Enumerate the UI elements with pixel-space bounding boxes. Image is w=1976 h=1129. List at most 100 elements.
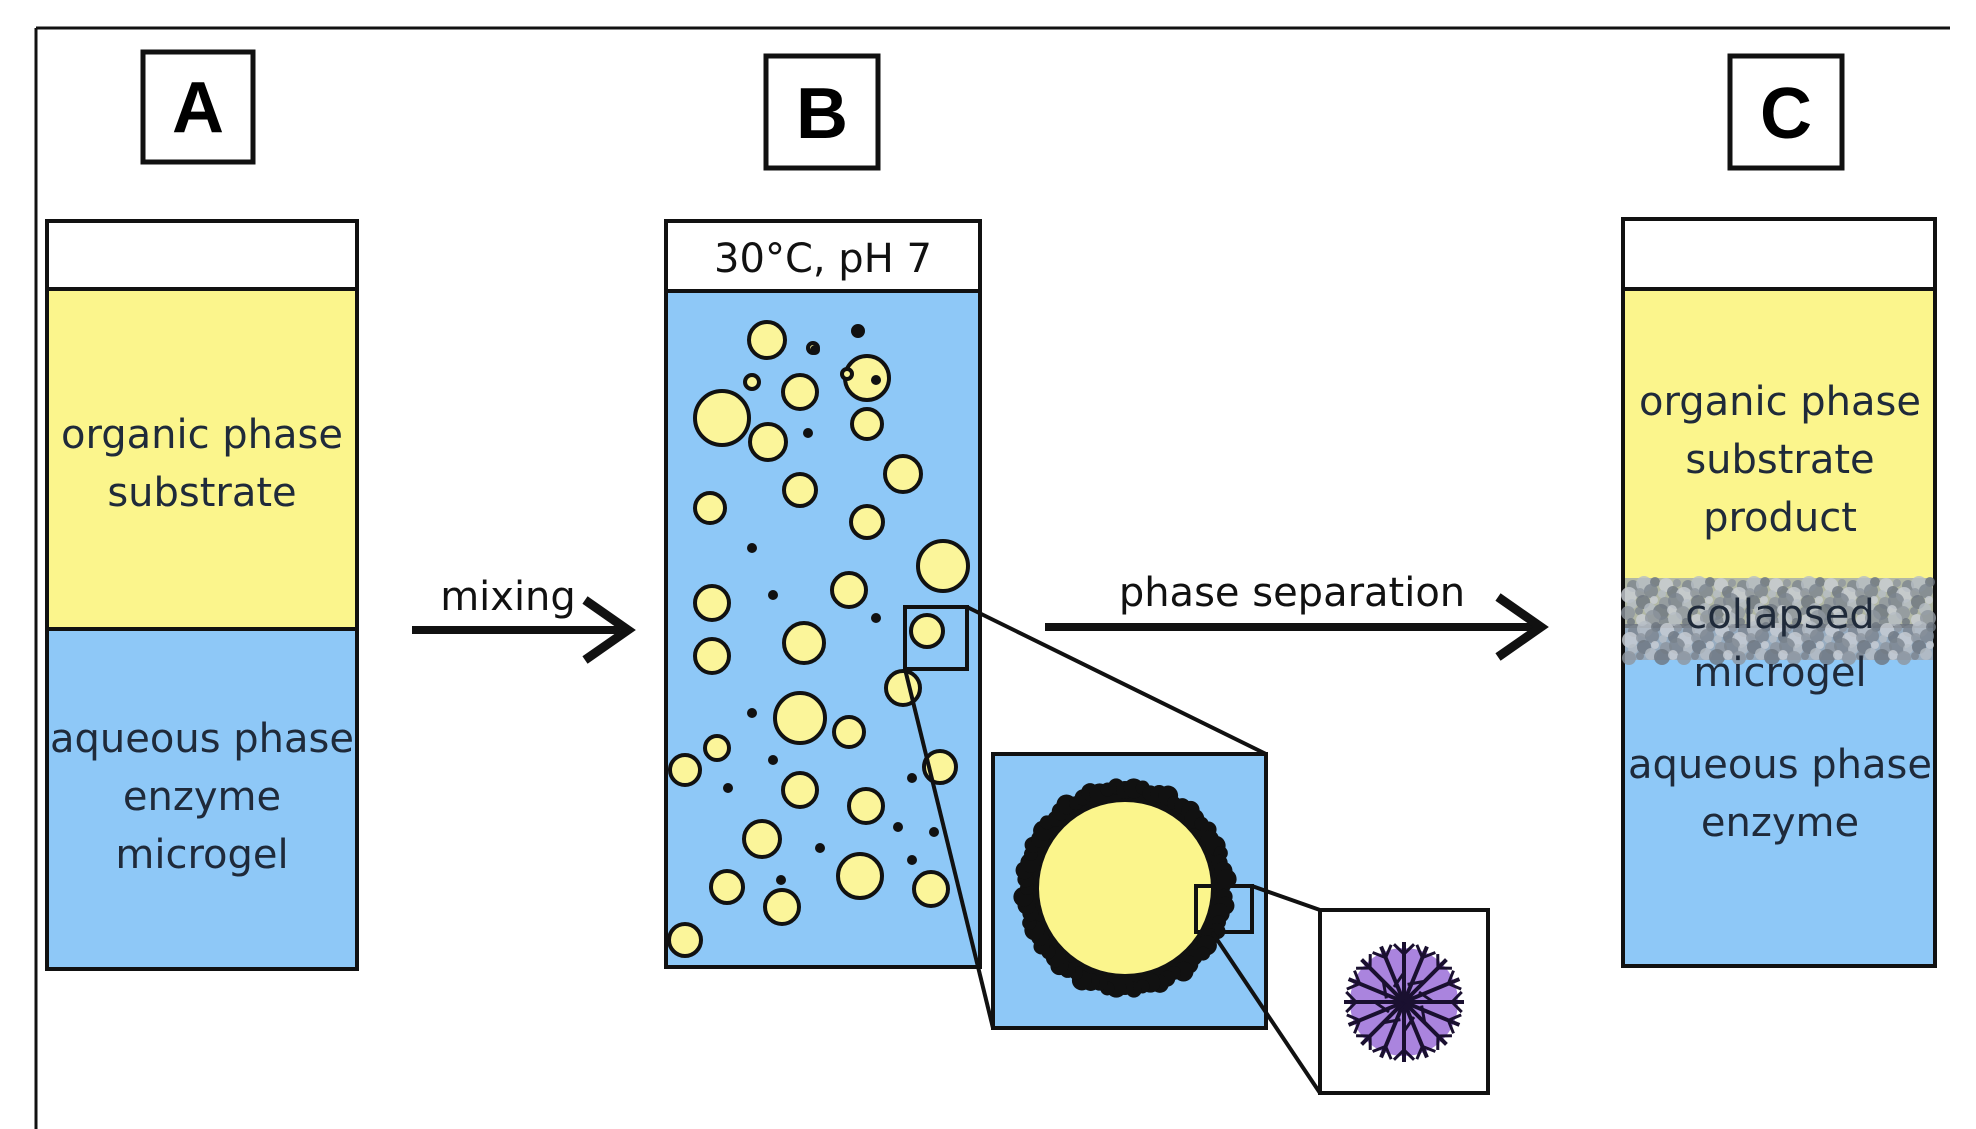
microgel-branch xyxy=(1421,951,1436,960)
zoom-box-shell xyxy=(1194,884,1254,934)
collapsed-band-grain xyxy=(1760,596,1768,604)
mixing-arrow-head xyxy=(582,596,636,664)
collapsed-band-grain xyxy=(1682,618,1690,626)
microgel-branch xyxy=(1402,943,1416,956)
microgel-crosslink xyxy=(1418,990,1435,1004)
collapsed-band-grain xyxy=(1728,579,1736,587)
emulsion-droplet xyxy=(847,787,885,825)
collapsed-band-grain xyxy=(1897,651,1911,665)
collapsed-band-grain xyxy=(1700,629,1714,643)
panel-b: B 30°C, pH 7 xyxy=(664,53,982,969)
emulsion-particle xyxy=(871,375,881,385)
collapsed-band-grain xyxy=(1745,607,1753,615)
microgel-crosslink xyxy=(1420,1005,1427,1024)
zoom-box-small xyxy=(903,605,969,671)
panel-c-organic-line-2: substrate xyxy=(1685,437,1874,483)
collapsed-band-grain xyxy=(1871,641,1879,649)
panel-a-headspace xyxy=(45,219,359,291)
collapsed-band-grain xyxy=(1855,607,1863,615)
collapsed-band-grain xyxy=(1713,590,1721,598)
emulsion-droplet xyxy=(781,771,819,809)
microgel-branch xyxy=(1421,1044,1436,1053)
zoom-line-upper xyxy=(966,605,1267,756)
emulsion-droplet xyxy=(883,454,923,494)
microgel-branch xyxy=(1353,970,1362,985)
panel-c-organic-phase xyxy=(1621,287,1937,628)
microgel-branch xyxy=(1384,944,1393,959)
microgel-branch xyxy=(1346,982,1361,991)
collapsed-band-grain xyxy=(1673,579,1681,587)
collapsed-band-grain xyxy=(1754,584,1768,598)
collapsed-band-grain xyxy=(1769,635,1777,643)
collapsed-band-grain xyxy=(1847,618,1855,626)
collapsed-band-grain xyxy=(1833,612,1847,626)
emulsion-droplet xyxy=(912,870,950,908)
collapsed-band-grain xyxy=(1729,624,1737,632)
collapsed-band-grain xyxy=(1668,650,1678,660)
panel-c-organic-line-1: organic phase xyxy=(1639,379,1921,425)
collapsed-band-grain xyxy=(1645,610,1661,626)
emulsion-particle xyxy=(893,822,903,832)
emulsion-particle xyxy=(871,613,881,623)
emulsion-droplet xyxy=(884,669,922,707)
collapsed-band-grain xyxy=(1819,649,1835,665)
panel-c-aqueous-line-2: enzyme xyxy=(1701,800,1859,846)
emulsion-droplet xyxy=(773,691,827,745)
emulsion-particle xyxy=(723,783,733,793)
emulsion-droplet xyxy=(836,852,884,900)
collapsed-band-grain xyxy=(1870,596,1878,604)
panel-a-aqueous-line-2: enzyme xyxy=(123,774,281,820)
panel-c-aqueous-phase xyxy=(1621,624,1937,968)
collapsed-band-grain xyxy=(1636,652,1644,660)
panel-a-aqueous-line-3: microgel xyxy=(115,832,288,878)
panel-a-label: A xyxy=(172,68,224,148)
phase-separation-label: phase separation xyxy=(1119,570,1465,616)
collapsed-band-grain xyxy=(1783,579,1791,587)
emulsion-droplet xyxy=(763,888,801,926)
collapsed-band-grain xyxy=(1865,629,1879,643)
emulsion-droplet xyxy=(830,571,868,609)
panel-c: C organic phase substrate product collap… xyxy=(1621,53,1937,968)
mixing-arrow: mixing xyxy=(412,574,636,664)
collapsed-band-grain xyxy=(1919,584,1933,598)
collapsed-band-grain xyxy=(1699,584,1713,598)
microgel-crosslink xyxy=(1382,1018,1401,1025)
microgel-branch xyxy=(1372,951,1387,960)
collapsed-band-grain xyxy=(1874,649,1890,665)
collapsed-band-grain xyxy=(1706,641,1714,649)
mixing-label: mixing xyxy=(440,574,576,620)
collapsed-band-grain xyxy=(1668,612,1682,626)
collapsed-band-grain xyxy=(1732,651,1746,665)
collapsed-band-grain xyxy=(1755,629,1769,643)
collapsed-band-grain xyxy=(1810,610,1826,626)
zoom2-line-lower xyxy=(1210,930,1322,1095)
collapsed-band-grain xyxy=(1761,641,1769,649)
emulsion-droplet xyxy=(849,504,885,540)
zoom-line-lower xyxy=(903,668,995,1029)
collapsed-band-grain xyxy=(1888,650,1898,660)
collapsed-band-grain xyxy=(1714,635,1722,643)
emulsion-droplet xyxy=(693,389,751,447)
emulsion-particle xyxy=(907,855,917,865)
emulsion-droplet xyxy=(667,922,703,958)
microgel-branch xyxy=(1415,1045,1424,1060)
collapsed-band-grain xyxy=(1894,624,1902,632)
collapsed-band-grain xyxy=(1650,596,1658,604)
collapsed-band-grain xyxy=(1864,584,1878,598)
panel-b-condition: 30°C, pH 7 xyxy=(714,236,932,282)
collapsed-band-grain xyxy=(1787,651,1801,665)
collapsed-band-grain xyxy=(1723,612,1737,626)
panel-c-interface-line-2: microgel xyxy=(1693,650,1866,696)
emulsion-droplet xyxy=(747,320,787,360)
collapsed-band-grain xyxy=(1700,610,1716,626)
collapsed-band-grain xyxy=(1824,635,1832,643)
microgel-branch xyxy=(1346,1013,1361,1022)
collapsed-band-grain xyxy=(1838,579,1846,587)
panel-a-aqueous-line-1: aqueous phase xyxy=(50,716,354,762)
collapsed-band-grain xyxy=(1800,607,1808,615)
collapsed-band-grain xyxy=(1778,612,1792,626)
microgel-branch xyxy=(1447,982,1462,991)
collapsed-band-grain xyxy=(1888,612,1902,626)
microgel-crosslink xyxy=(1402,1016,1416,1033)
collapsed-band-grain xyxy=(1920,629,1934,643)
